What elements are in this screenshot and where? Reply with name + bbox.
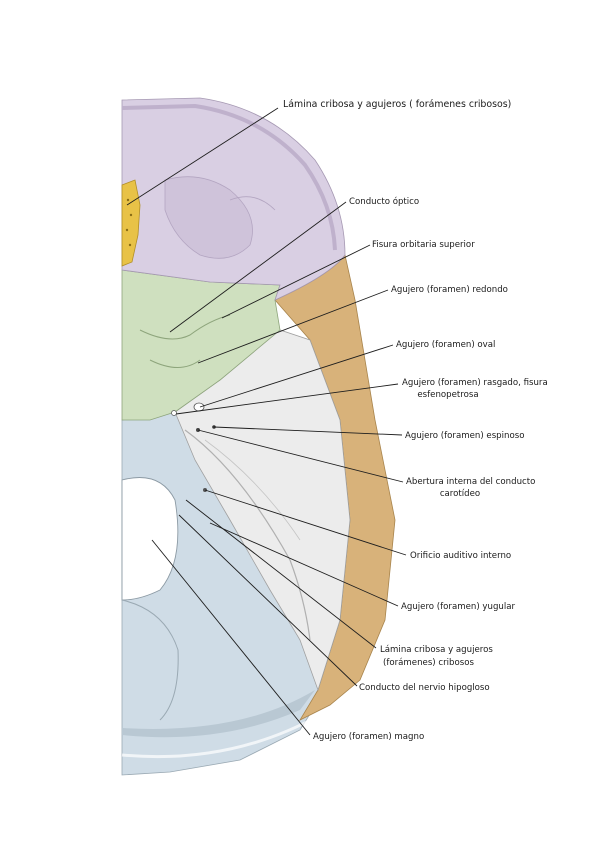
leader-rasgado <box>175 383 399 415</box>
label-redondo: Agujero (foramen) redondo <box>391 285 508 295</box>
label-lamina-bottom-line2: (forámenes) cribosos <box>383 658 474 668</box>
label-magno: Agujero (foramen) magno <box>313 732 424 742</box>
label-oval: Agujero (foramen) oval <box>396 340 495 350</box>
label-espinoso: Agujero (foramen) espinoso <box>405 431 524 441</box>
foramen-magnum-opening <box>121 477 179 601</box>
label-conducto-optico: Conducto óptico <box>349 196 419 207</box>
label-yugular: Agujero (foramen) yugular <box>401 602 516 612</box>
leader-yugular <box>209 522 399 607</box>
leader-redondo <box>197 289 389 364</box>
leader-carotideo <box>197 429 404 483</box>
leader-auditivo <box>204 489 407 556</box>
label-lamina-bottom-line1: Lámina cribosa y agujeros <box>380 645 493 655</box>
leader-lamina-top <box>126 107 279 206</box>
cribriform-plate <box>121 179 141 267</box>
leader-hipogloso <box>178 514 358 687</box>
occipital-rim <box>122 690 315 738</box>
label-auditivo: Orificio auditivo interno <box>410 551 511 561</box>
leader-lines <box>126 107 407 736</box>
leader-oval <box>199 344 394 408</box>
label-hipogloso: Conducto del nervio hipogloso <box>359 683 490 693</box>
label-lamina-top: Lámina cribosa y agujeros ( forámenes cr… <box>283 99 511 110</box>
label-rasgado-line2: esfenopetrosa <box>417 390 478 400</box>
leader-fisura-orbitaria <box>221 244 371 319</box>
leader-conducto-optico <box>169 201 347 333</box>
label-rasgado-line1: Agujero (foramen) rasgado, fisura <box>402 378 548 388</box>
leader-espinoso <box>213 426 403 436</box>
label-fisura-orbitaria: Fisura orbitaria superior <box>372 240 475 250</box>
skull-base-illustration <box>121 97 396 776</box>
label-carotideo-line1: Abertura interna del conducto <box>406 477 535 487</box>
labels: Lámina cribosa y agujeros ( forámenes cr… <box>283 99 548 742</box>
leader-lamina-bottom <box>185 499 377 649</box>
leader-magno <box>151 539 311 736</box>
label-carotideo-line2: carotídeo <box>440 489 480 499</box>
